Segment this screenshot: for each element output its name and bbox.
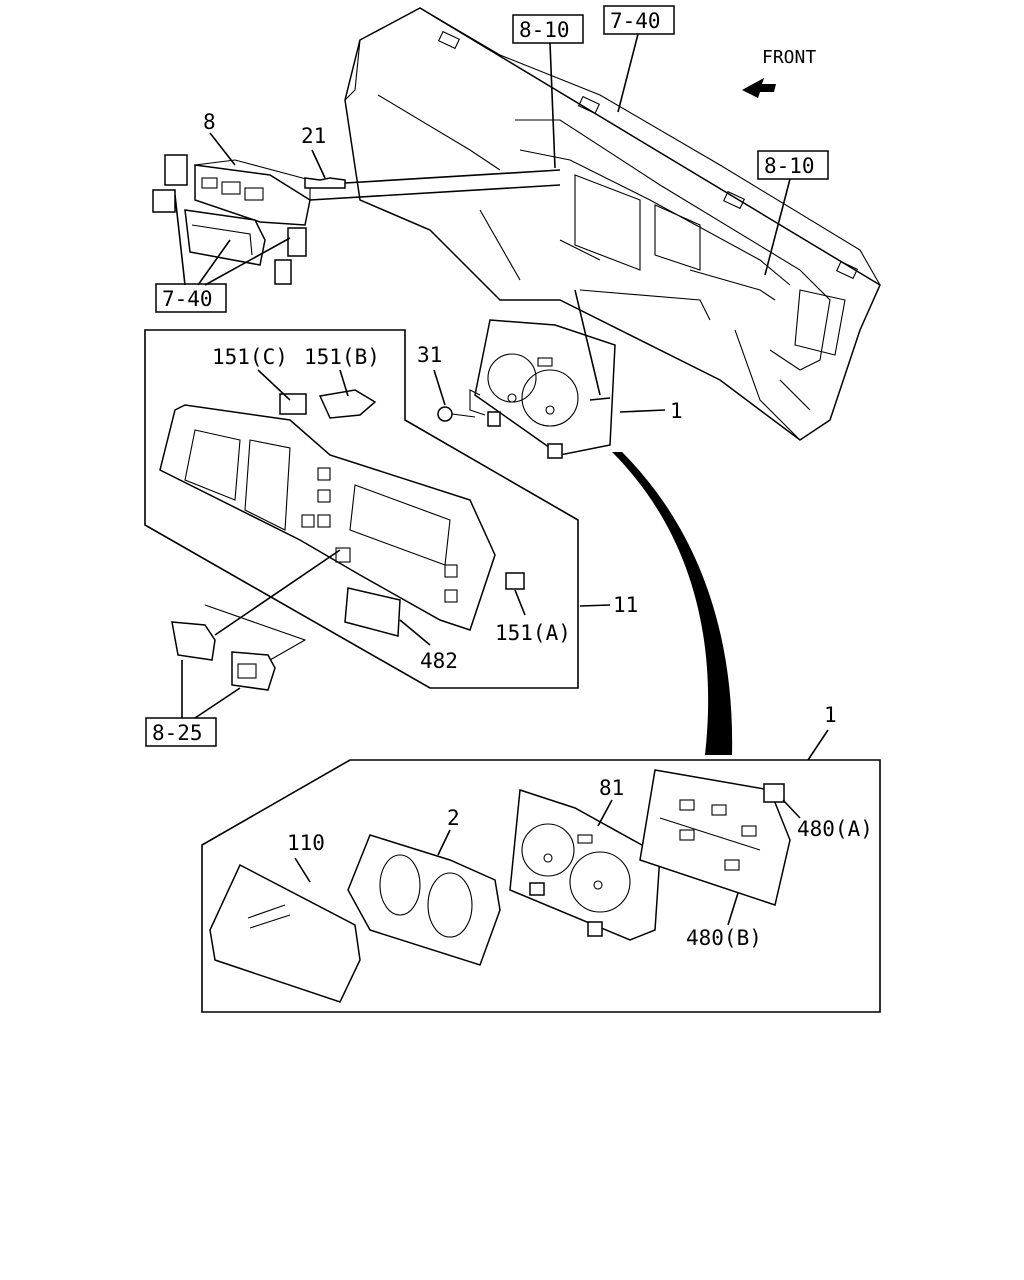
callout-81: 81 — [599, 776, 624, 800]
dashboard-panel — [344, 7, 881, 441]
front-label: FRONT — [762, 47, 816, 68]
switch-a — [171, 621, 216, 661]
callout-1-upper: 1 — [670, 399, 683, 423]
connector-151b — [318, 389, 377, 419]
callout-21: 21 — [301, 124, 326, 148]
callout-151b: 151(B) — [304, 345, 380, 369]
bezel-group-box — [144, 329, 579, 689]
front-arrow — [742, 78, 776, 98]
callout-151a: 151(A) — [495, 621, 571, 645]
ref-box-8-25: 8-25 — [145, 717, 217, 747]
ref-box-8-10-right: 8-10 — [757, 150, 829, 180]
transfer-arrow — [612, 452, 733, 755]
callout-482: 482 — [420, 649, 458, 673]
callout-31: 31 — [417, 343, 442, 367]
lens-110 — [209, 863, 361, 1003]
radio-unit — [194, 159, 311, 226]
callout-480a: 480(A) — [797, 817, 873, 841]
mask-2 — [347, 834, 501, 966]
callout-110: 110 — [287, 831, 325, 855]
clip-151c — [279, 393, 307, 415]
callout-2: 2 — [447, 806, 460, 830]
callout-151c: 151(C) — [212, 345, 288, 369]
svg-text:8-10: 8-10 — [519, 18, 570, 42]
screw-31 — [437, 406, 501, 427]
mount-brackets — [152, 154, 307, 285]
clip-151a — [505, 572, 525, 590]
callout-8: 8 — [203, 110, 216, 134]
svg-text:8-10: 8-10 — [764, 154, 815, 178]
panel-482 — [344, 587, 401, 637]
circuit-board-480 — [639, 769, 791, 906]
ref-box-7-40-top: 7-40 — [603, 5, 675, 35]
harness-21 — [304, 177, 346, 189]
svg-text:7-40: 7-40 — [610, 9, 661, 33]
callout-480b: 480(B) — [686, 926, 762, 950]
callout-11: 11 — [613, 593, 638, 617]
bezel-11 — [159, 404, 496, 631]
svg-text:8-25: 8-25 — [152, 721, 203, 745]
ref-box-8-10-top: 8-10 — [512, 14, 584, 44]
switch-b — [231, 651, 276, 691]
callout-1-lower: 1 — [824, 703, 837, 727]
svg-text:7-40: 7-40 — [162, 287, 213, 311]
ref-box-7-40-left: 7-40 — [155, 283, 227, 313]
dial-plate-81 — [509, 788, 661, 941]
exploded-cluster-box — [201, 759, 881, 1013]
meter-cluster-upper — [469, 319, 616, 459]
